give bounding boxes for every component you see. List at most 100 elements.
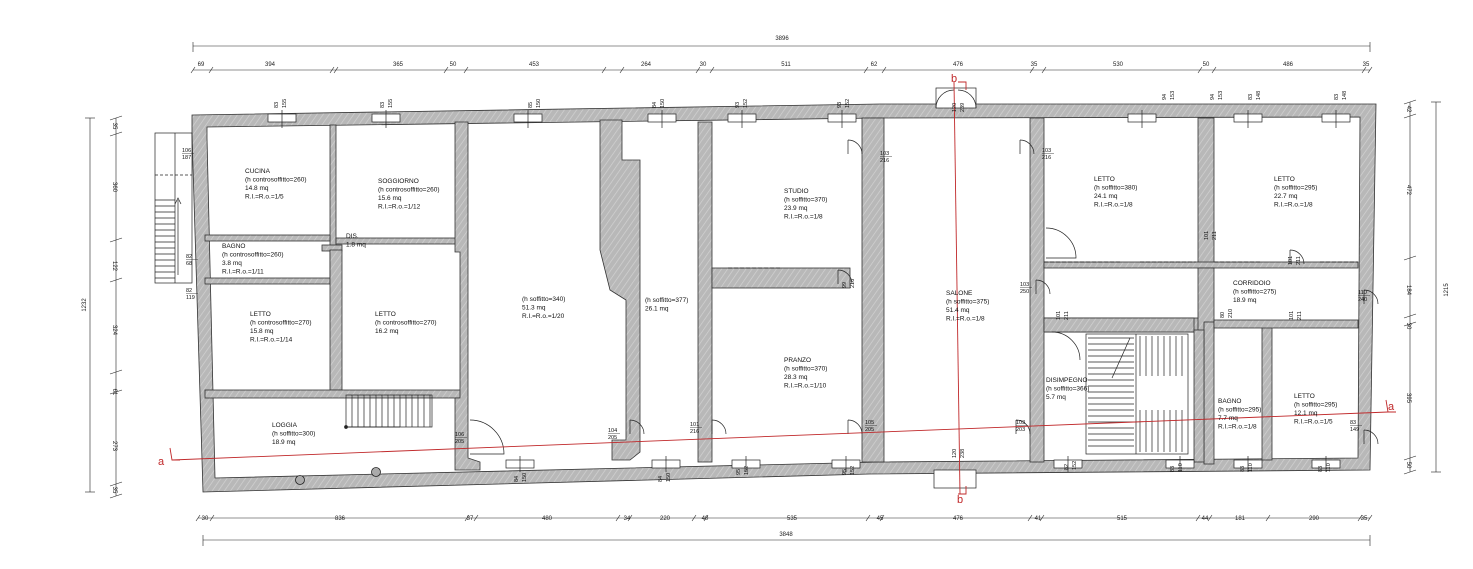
opening-label-height: 150 xyxy=(666,473,672,482)
room-label-line: R.I.=R.o.=1/5 xyxy=(1294,419,1333,426)
bottom-dim-value: 45 xyxy=(877,516,884,522)
opening-label-height: 148 xyxy=(1256,91,1262,100)
room-label-line: 14.8 mq xyxy=(245,185,269,192)
room-label-line: 23.9 mq xyxy=(784,205,808,212)
opening-label-height: 153 xyxy=(1170,91,1176,100)
opening-label-width: 101 xyxy=(1056,311,1062,320)
right-dim-value: 50 xyxy=(1405,462,1411,469)
right-dim-value: 472 xyxy=(1405,185,1411,196)
room-label-line: R.I.=R.o.=1/8 xyxy=(784,214,823,221)
room-label-line: R.I.=R.o.=1/10 xyxy=(784,383,827,390)
opening-label-width: 82 xyxy=(1064,464,1070,470)
room-label-line: 3.8 mq xyxy=(222,260,242,267)
bottom-dim-value: 41 xyxy=(1035,516,1042,522)
room-label-line: 16.2 mq xyxy=(375,328,399,335)
room-label-line: 15.6 mq xyxy=(378,195,402,202)
right-dim-value: 42 xyxy=(1405,106,1411,113)
room-label-line: 51.3 mq xyxy=(522,305,546,312)
opening-label-height: 153 xyxy=(1218,91,1224,100)
top-dim-value: 30 xyxy=(700,62,707,68)
room-label-line: (h soffitto=275) xyxy=(1233,289,1276,296)
opening-label-height: 211 xyxy=(1064,311,1070,320)
opening-label-width: 84 xyxy=(652,102,658,108)
room-label-line: R.I.=R.o.=1/8 xyxy=(1094,202,1133,209)
left-dim-value: 35 xyxy=(111,123,117,130)
bottom-dim-value: 30 xyxy=(202,516,209,522)
room-label-line: PRANZO xyxy=(784,357,811,364)
left-dim-value: 273 xyxy=(111,441,117,452)
opening-label-height: 211 xyxy=(1212,231,1218,240)
room-label-line: (h controsoffitto=270) xyxy=(250,320,312,327)
opening-label-width: 101 xyxy=(1204,231,1210,240)
opening-label-width: 83 xyxy=(1334,94,1340,100)
room-label-line: 1.8 mq xyxy=(346,242,366,249)
room-label-line: SOGGIORNO xyxy=(378,178,419,185)
room-label-line: (h soffitto=300) xyxy=(272,431,315,438)
room-labels: CUCINA(h controsoffitto=260)14.8 mqR.I.=… xyxy=(222,168,1337,446)
room-label-line: 12.1 mq xyxy=(1294,410,1318,417)
opening-label-width: 103 xyxy=(1016,420,1025,426)
opening-label-width: 83 xyxy=(1240,466,1246,472)
room-label-line: (h soffitto=366) xyxy=(1046,386,1089,393)
opening-label-width: 103 xyxy=(1020,282,1029,288)
room-label-line: R.I.=R.o.=1/8 xyxy=(1274,202,1313,209)
dimension-lines xyxy=(85,42,1441,546)
room-label-line: 24.1 mq xyxy=(1094,193,1118,200)
opening-label-width: 93 xyxy=(837,102,843,108)
right-dim-value: 30 xyxy=(1405,323,1411,330)
opening-label-height: 148 xyxy=(1342,91,1348,100)
room-label-line: 7.7 mq xyxy=(1218,415,1238,422)
opening-label-width: 95 xyxy=(736,469,742,475)
room-label-line: (h soffitto=295) xyxy=(1294,402,1337,409)
opening-label-width: 103 xyxy=(880,151,889,157)
room-label-line: 26.1 mq xyxy=(645,306,669,313)
overall-left-dim: 1232 xyxy=(82,298,88,312)
opening-label-height: 239 xyxy=(960,103,966,112)
room-label-line: 18.9 mq xyxy=(272,439,296,446)
overall-top-dim: 3896 xyxy=(775,36,789,42)
top-dim-value: 50 xyxy=(450,62,457,68)
top-dim-value: 35 xyxy=(1363,62,1370,68)
opening-label-height: 152 xyxy=(850,466,856,475)
room-label-line: (h controsoffitto=260) xyxy=(378,187,440,194)
opening-label-height: 152 xyxy=(744,466,750,475)
opening-label-height: 110 xyxy=(1326,463,1332,472)
right-dim-value: 395 xyxy=(1405,393,1411,404)
opening-label-height: 150 xyxy=(522,473,528,482)
opening-label-width: 99 xyxy=(842,282,848,288)
room-label-line: (h soffitto=377) xyxy=(645,297,688,304)
opening-label-width: 103 xyxy=(1042,148,1051,154)
opening-label-height: 250 xyxy=(1020,289,1029,295)
bottom-dim-value: 34 xyxy=(624,516,631,522)
opening-label-width: 101 xyxy=(1288,256,1294,265)
section-b-bottom-label: b xyxy=(957,494,963,506)
opening-label-height: 110 xyxy=(1178,463,1184,472)
room-label-line: (h soffitto=295) xyxy=(1218,407,1261,414)
left-dim-value: 360 xyxy=(111,182,117,193)
opening-label-height: 216 xyxy=(1042,155,1051,161)
opening-label-width: 110 xyxy=(1358,290,1367,296)
opening-label-width: 106 xyxy=(455,432,464,438)
room-label-line: 18.9 mq xyxy=(1233,297,1257,304)
top-dim-value: 486 xyxy=(1283,62,1294,68)
opening-label-width: 101 xyxy=(1289,311,1295,320)
room-label-line: (h controsoffitto=260) xyxy=(245,177,307,184)
room-label-line: R.I.=R.o.=1/14 xyxy=(250,337,293,344)
opening-label-width: 120 xyxy=(952,103,958,112)
room-label-line: 15.8 mq xyxy=(250,328,274,335)
bottom-dim-value: 35 xyxy=(1361,516,1368,522)
opening-label-height: 187 xyxy=(182,155,191,161)
opening-label-height: 205 xyxy=(608,435,617,441)
overall-bottom-dim: 3848 xyxy=(779,532,793,538)
opening-label-height: 240 xyxy=(1358,297,1367,303)
opening-label-width: 83 xyxy=(1318,466,1324,472)
room-label-line: (h soffitto=370) xyxy=(784,197,827,204)
room-label-line: R.I.=R.o.=1/12 xyxy=(378,204,421,211)
left-dim-value: 324 xyxy=(111,325,117,336)
bottom-dim-value: 181 xyxy=(1235,516,1246,522)
